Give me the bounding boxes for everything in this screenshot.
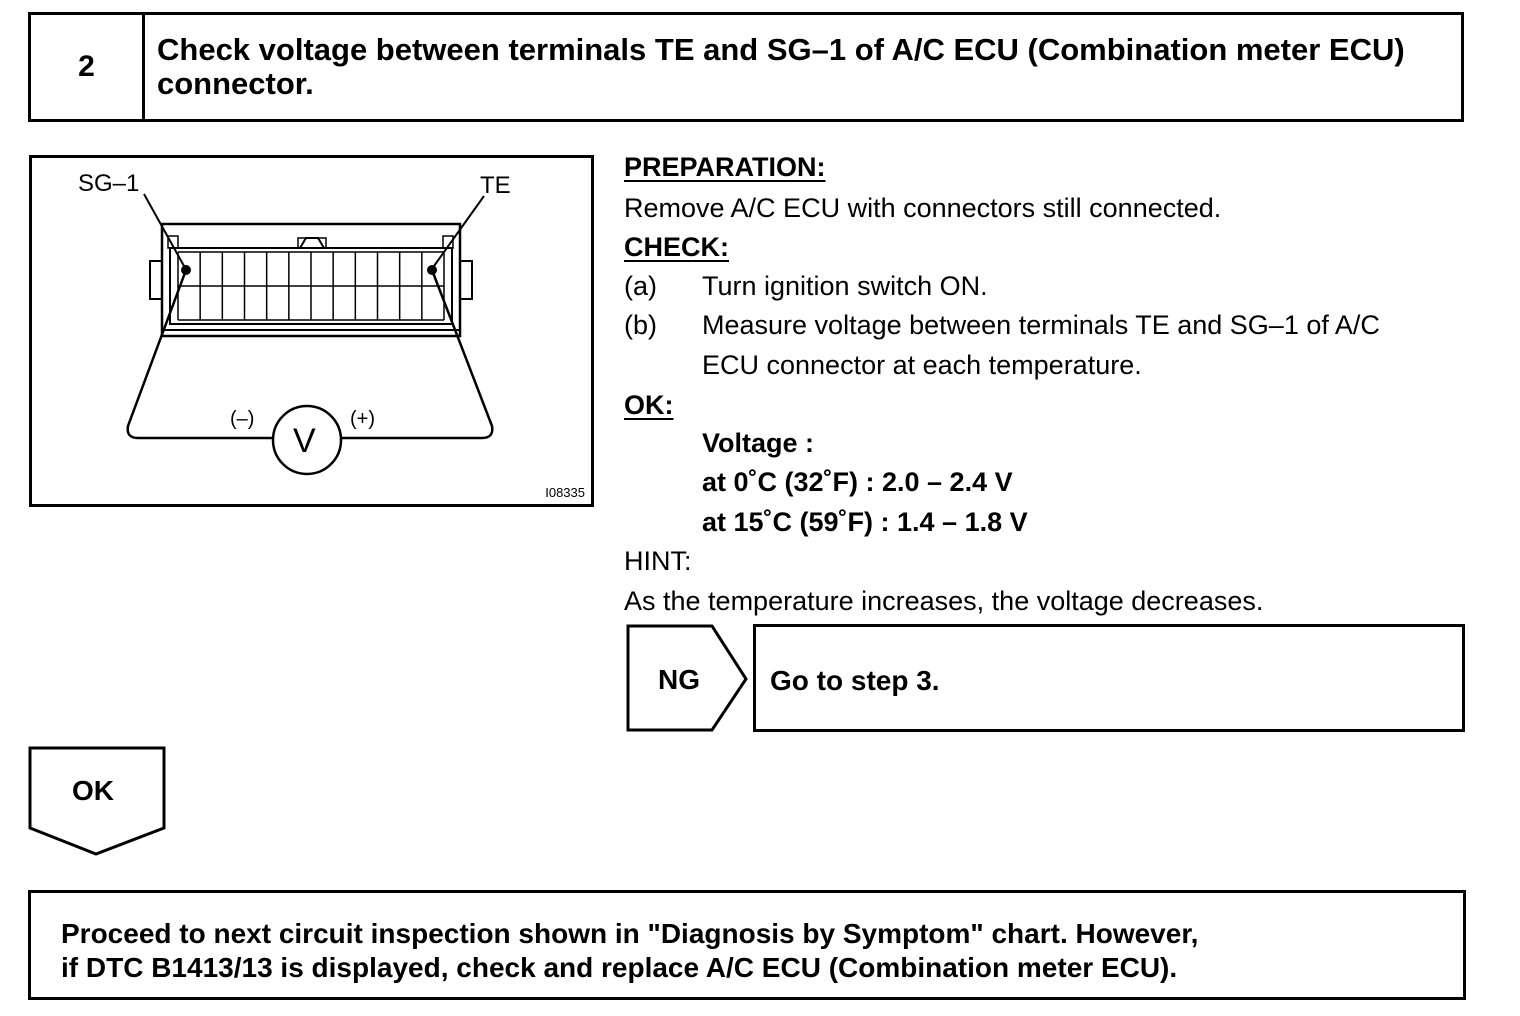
- ng-result-text: Go to step 3.: [770, 665, 940, 696]
- check-item-b-line2: ECU connector at each temperature.: [702, 350, 1142, 380]
- connector-lock: [299, 237, 325, 249]
- connector-illustration: [126, 193, 494, 476]
- probe-lead-negative: [126, 269, 272, 440]
- hint-heading: HINT:: [624, 546, 692, 576]
- label-positive: (+): [350, 408, 375, 430]
- ok-heading: OK:: [624, 390, 674, 420]
- label-sg1: SG–1: [78, 170, 140, 197]
- step-number: 2: [31, 15, 145, 119]
- step-title: Check voltage between terminals TE and S…: [157, 32, 1405, 101]
- voltage-spec-15c: at 15˚C (59˚F) : 1.4 – 1.8 V: [702, 507, 1028, 537]
- preparation-text: Remove A/C ECU with connectors still con…: [624, 193, 1222, 223]
- final-instruction-text: Proceed to next circuit inspection shown…: [61, 917, 1443, 985]
- ng-result-box: Go to step 3.: [753, 624, 1465, 732]
- check-item-b-line1: Measure voltage between terminals TE and…: [702, 310, 1380, 340]
- voltage-spec-0c: at 0˚C (32˚F) : 2.0 – 2.4 V: [702, 467, 1013, 497]
- voltmeter-icon: [271, 404, 343, 476]
- voltmeter-symbol: V: [293, 422, 316, 460]
- ng-arrow-shape: [626, 624, 748, 732]
- connector-tab-left: [149, 260, 163, 300]
- probe-lead-positive: [342, 269, 494, 440]
- final-line-1: Proceed to next circuit inspection shown…: [61, 918, 1199, 949]
- check-item-a-text: Turn ignition switch ON.: [702, 271, 988, 301]
- check-item-a-marker: (a): [624, 271, 657, 301]
- ok-label: OK: [72, 775, 114, 806]
- step-header: 2 Check voltage between terminals TE and…: [28, 12, 1464, 122]
- check-heading: CHECK:: [624, 232, 729, 262]
- label-te: TE: [480, 172, 511, 199]
- ok-arrow-shape: [28, 746, 166, 856]
- terminal-grid: [177, 251, 445, 321]
- connector-tab-right: [459, 260, 473, 300]
- connector-face: [169, 247, 453, 325]
- connector-diagram: SG–1 TE (–) (+) V I08335: [29, 155, 594, 507]
- final-instruction-box: Proceed to next circuit inspection shown…: [28, 890, 1466, 1000]
- check-item-b-marker: (b): [624, 310, 657, 340]
- hint-text: As the temperature increases, the voltag…: [624, 586, 1264, 616]
- voltage-label: Voltage :: [702, 428, 815, 458]
- figure-id: I08335: [545, 485, 585, 500]
- label-negative: (–): [230, 408, 255, 430]
- final-line-2: if DTC B1413/13 is displayed, check and …: [61, 952, 1178, 983]
- ng-label: NG: [658, 664, 700, 695]
- preparation-heading: PREPARATION:: [624, 152, 826, 182]
